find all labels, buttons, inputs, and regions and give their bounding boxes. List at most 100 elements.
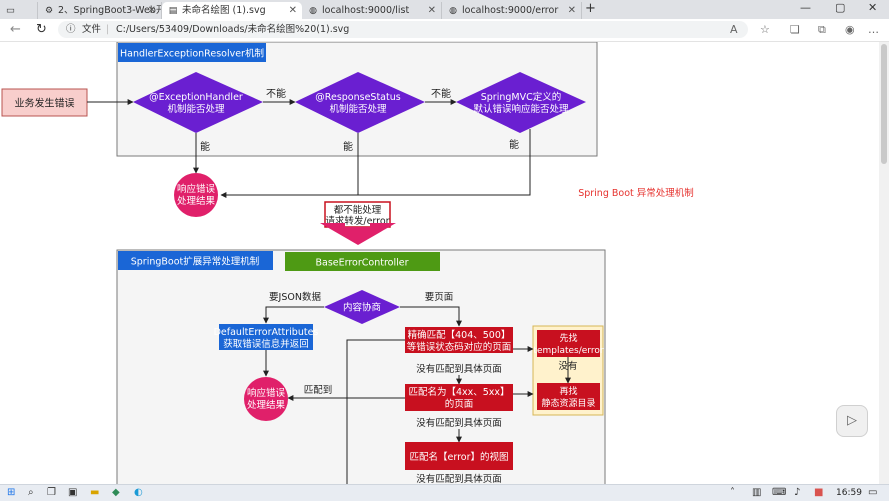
url-text: C:/Users/53409/Downloads/未命名绘图%20(1).svg bbox=[116, 24, 350, 35]
springmvc-default-diamond bbox=[456, 72, 586, 133]
tab-title: localhost:9000/list bbox=[322, 5, 410, 16]
springboot-group bbox=[116, 249, 606, 484]
edge-label-can: 能 bbox=[343, 140, 353, 153]
window-close-icon[interactable]: ✕ bbox=[868, 1, 878, 14]
menu-icon[interactable]: … bbox=[868, 23, 879, 36]
back-icon[interactable]: ← bbox=[10, 22, 21, 37]
notification-icon[interactable]: ▭ bbox=[868, 487, 878, 498]
files-icon[interactable]: ▣ bbox=[68, 487, 78, 498]
url-field[interactable]: ⓘ 文件 | C:/Users/53409/Downloads/未命名绘图%20… bbox=[58, 21, 748, 38]
forward-error-label-1: 都不能处理 bbox=[334, 204, 382, 216]
tab-title: 2、SpringBoot3-Web开发 bbox=[58, 5, 161, 16]
resolver-group-title: HandlerExceptionResolver机制 bbox=[120, 48, 264, 60]
tab-localhost-list[interactable]: ◍localhost:9000/list ✕ bbox=[302, 2, 442, 19]
svg-viewer: HandlerExceptionResolver机制 业务发生错误 不能 不能 … bbox=[0, 42, 889, 484]
tray-app-icon[interactable]: ■ bbox=[814, 487, 824, 498]
exact-match-box bbox=[405, 327, 513, 353]
minimize-icon[interactable]: — bbox=[800, 1, 811, 14]
info-icon[interactable]: ⓘ bbox=[66, 24, 76, 35]
response-status-diamond bbox=[295, 72, 425, 133]
tab-svg-file[interactable]: ▤未命名绘图 (1).svg ✕ bbox=[162, 2, 302, 19]
default-error-attributes-label-1: DefaultErrorAttributes bbox=[214, 327, 319, 338]
find-static-label-1: 再找 bbox=[559, 385, 577, 397]
keyboard-icon[interactable]: ⌨ bbox=[772, 487, 787, 498]
springmvc-default-label-2: 默认错误响应能否处理 bbox=[473, 103, 569, 115]
edge-label-want-page: 要页面 bbox=[425, 292, 454, 303]
exact-match-label-1: 精确匹配【404、500】 bbox=[408, 329, 511, 341]
edge-label-no-match: 没有匹配到具体页面 bbox=[416, 417, 502, 429]
spring-icon: ⚙ bbox=[44, 6, 54, 16]
sidebar-icon: ▭ bbox=[6, 5, 15, 16]
find-templates-label-2: templates/error bbox=[533, 346, 603, 356]
find-templates-box bbox=[537, 330, 600, 357]
close-icon[interactable]: ✕ bbox=[288, 5, 297, 16]
response-result-label-2: 处理结果 bbox=[247, 399, 286, 411]
business-error-label: 业务发生错误 bbox=[15, 97, 75, 110]
edge-label-matched: 匹配到 bbox=[304, 384, 333, 396]
springmvc-default-label-1: SpringMVC定义的 bbox=[481, 91, 562, 103]
find-static-label-2: 静态资源目录 bbox=[541, 397, 595, 409]
resolver-group-header bbox=[118, 43, 266, 62]
pattern-match-label-2: 的页面 bbox=[445, 398, 474, 410]
explorer-icon[interactable]: ▬ bbox=[90, 487, 100, 498]
response-status-label-2: 机制能否处理 bbox=[329, 103, 387, 115]
tab-springboot-web[interactable]: ⚙ 2、SpringBoot3-Web开发 ✕ bbox=[38, 2, 162, 19]
tab-localhost-error[interactable]: ◍ localhost:9000/error ✕ bbox=[442, 2, 582, 19]
springboot-group-title: SpringBoot扩展异常处理机制 bbox=[131, 256, 260, 268]
close-icon[interactable]: ✕ bbox=[427, 5, 436, 16]
pattern-match-box bbox=[405, 384, 513, 411]
pattern-match-label-1: 匹配名为【4xx、5xx】 bbox=[408, 386, 509, 398]
windows-icon[interactable]: ⊞ bbox=[7, 487, 16, 498]
business-error-box bbox=[1, 88, 88, 117]
response-result-label-1: 响应错误 bbox=[247, 387, 286, 399]
response-status-label-1: @ResponseStatus bbox=[315, 92, 400, 103]
vertical-scrollbar[interactable] bbox=[879, 42, 889, 484]
close-icon[interactable]: ✕ bbox=[147, 5, 156, 16]
new-tab-icon[interactable]: + bbox=[585, 1, 596, 16]
taskbar: ⊞ ⌕ ❐ ▣ ▬ ◆ ◐ ˄ ▥ ⌨ ♪ ■ 16:59 ▭ bbox=[0, 484, 889, 501]
app-icon[interactable]: ◆ bbox=[112, 487, 120, 498]
edge-label-can: 能 bbox=[200, 140, 210, 153]
edge-label-no-match: 没有匹配到具体页面 bbox=[416, 363, 502, 375]
profile-icon[interactable]: ◉ bbox=[845, 23, 855, 36]
scrollbar-thumb[interactable] bbox=[881, 44, 887, 164]
exception-handler-label-2: 机制能否处理 bbox=[167, 103, 225, 115]
taskbar-clock[interactable]: 16:59 bbox=[836, 488, 862, 498]
favorite-icon[interactable]: ☆ bbox=[760, 23, 770, 36]
default-error-attributes-box bbox=[219, 324, 313, 350]
tab-title: localhost:9000/error bbox=[462, 5, 559, 16]
edge-label-no-match: 没有匹配到具体页面 bbox=[416, 473, 502, 484]
reload-icon[interactable]: ↻ bbox=[36, 22, 47, 37]
search-icon[interactable]: ⌕ bbox=[28, 487, 34, 498]
extensions-icon[interactable]: ⧉ bbox=[818, 23, 826, 36]
collections-icon[interactable]: ❏ bbox=[790, 23, 800, 36]
play-icon[interactable]: ▷ bbox=[836, 405, 868, 437]
flowchart-diagram: HandlerExceptionResolver机制 业务发生错误 不能 不能 … bbox=[1, 42, 694, 484]
exception-handler-diamond bbox=[133, 72, 263, 133]
base-error-controller-box bbox=[285, 252, 440, 271]
maximize-icon[interactable]: ▢ bbox=[835, 1, 846, 14]
content-negotiation-diamond bbox=[324, 290, 400, 324]
edge-icon[interactable]: ◐ bbox=[134, 487, 143, 498]
springboot-group-header bbox=[118, 251, 273, 270]
close-icon[interactable]: ✕ bbox=[567, 5, 576, 16]
network-icon[interactable]: ▥ bbox=[752, 487, 762, 498]
default-error-attributes-label-2: 获取错误信息并返回 bbox=[223, 338, 309, 350]
globe-icon: ◍ bbox=[449, 6, 457, 16]
edge-label-none: 没有 bbox=[558, 360, 577, 372]
tab-sidebar-toggle[interactable]: ▭ bbox=[0, 2, 38, 19]
task-view-icon[interactable]: ❐ bbox=[47, 487, 56, 498]
read-aloud-icon[interactable]: A bbox=[730, 23, 738, 36]
tray-chevron-icon[interactable]: ˄ bbox=[730, 487, 735, 498]
tab-bar: ▭ ⚙ 2、SpringBoot3-Web开发 ✕ ▤未命名绘图 (1).svg … bbox=[0, 0, 889, 19]
arrow-to-json bbox=[263, 306, 324, 324]
forward-down-arrow bbox=[320, 223, 396, 245]
volume-icon[interactable]: ♪ bbox=[794, 487, 801, 498]
arrow-mvc-to-result bbox=[358, 129, 531, 196]
response-result-circle-bottom bbox=[244, 377, 288, 421]
edge-label-cannot: 不能 bbox=[266, 87, 286, 100]
file-label: 文件 bbox=[82, 24, 102, 35]
response-result-label-2: 处理结果 bbox=[177, 195, 216, 207]
address-bar: ← ↻ ⓘ 文件 | C:/Users/53409/Downloads/未命名绘… bbox=[0, 19, 889, 42]
exception-handler-label-1: @ExceptionHandler bbox=[149, 92, 243, 103]
